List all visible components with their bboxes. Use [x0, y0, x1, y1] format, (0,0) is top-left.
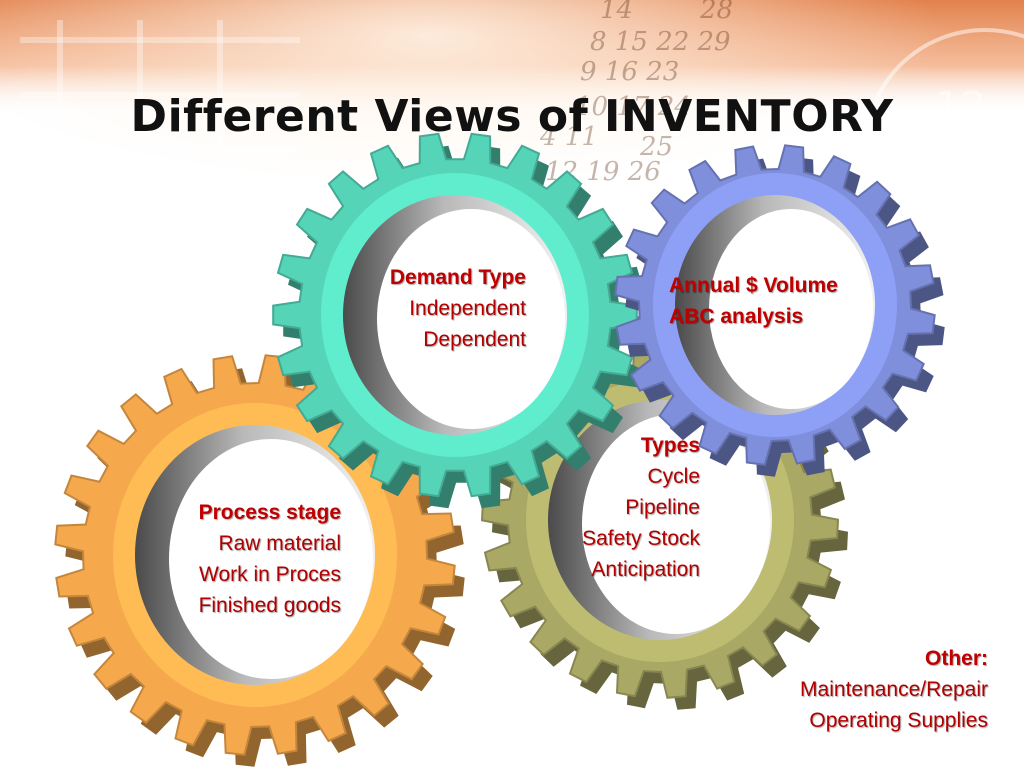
- types-item: Cycle: [647, 465, 700, 488]
- annual-volume-heading: Annual $ Volume: [669, 274, 838, 297]
- process-stage-item: Raw material: [218, 532, 341, 555]
- abc-analysis-item: ABC analysis: [669, 305, 804, 328]
- types-item: Pipeline: [625, 496, 700, 519]
- types-item: Anticipation: [591, 558, 700, 581]
- demand-type-item: Dependent: [423, 328, 526, 351]
- process-stage-item: Finished goods: [198, 594, 341, 617]
- svg-text:4 11: 4 11: [539, 122, 598, 152]
- other-item: Maintenance/Repair: [800, 678, 988, 701]
- svg-text:28: 28: [699, 0, 733, 25]
- other-item: Operating Supplies: [809, 709, 988, 732]
- demand-type-item: Independent: [409, 297, 526, 320]
- svg-text:25: 25: [639, 132, 673, 162]
- svg-text:14: 14: [600, 0, 633, 25]
- gear-icon-teal: [272, 132, 647, 509]
- gear-icon-orange: [54, 354, 465, 767]
- demand-type-label: Demand Type Independent Dependent: [390, 262, 526, 355]
- process-stage-label: Process stage Raw material Work in Proce…: [199, 497, 341, 621]
- slide-title: Different Views of INVENTORY: [130, 91, 894, 143]
- types-label: Types Cycle Pipeline Safety Stock Antici…: [582, 430, 700, 585]
- process-stage-heading: Process stage: [198, 501, 341, 524]
- types-item: Safety Stock: [582, 527, 700, 550]
- svg-text:8 15 22 29: 8 15 22 29: [590, 27, 731, 57]
- process-stage-item: Work in Proces: [199, 563, 341, 586]
- svg-text:12: 12: [935, 84, 986, 130]
- gear-icon-teal-center: [377, 209, 565, 429]
- gear-icon-blue-center: [709, 209, 873, 409]
- svg-text:10: 10: [950, 169, 1001, 215]
- svg-text:9 16 23: 9 16 23: [580, 57, 679, 87]
- other-heading: Other:: [925, 647, 988, 670]
- annual-volume-label: Annual $ Volume ABC analysis: [669, 270, 838, 332]
- gear-icon-blue: [614, 144, 945, 477]
- types-heading: Types: [640, 434, 700, 457]
- svg-text:10 17 24: 10 17 24: [575, 92, 691, 122]
- other-label: Other: Maintenance/Repair Operating Supp…: [800, 643, 988, 736]
- demand-type-heading: Demand Type: [389, 266, 526, 289]
- gear-icon-orange-center: [169, 439, 373, 679]
- gear-icon-olive-center: [582, 414, 770, 634]
